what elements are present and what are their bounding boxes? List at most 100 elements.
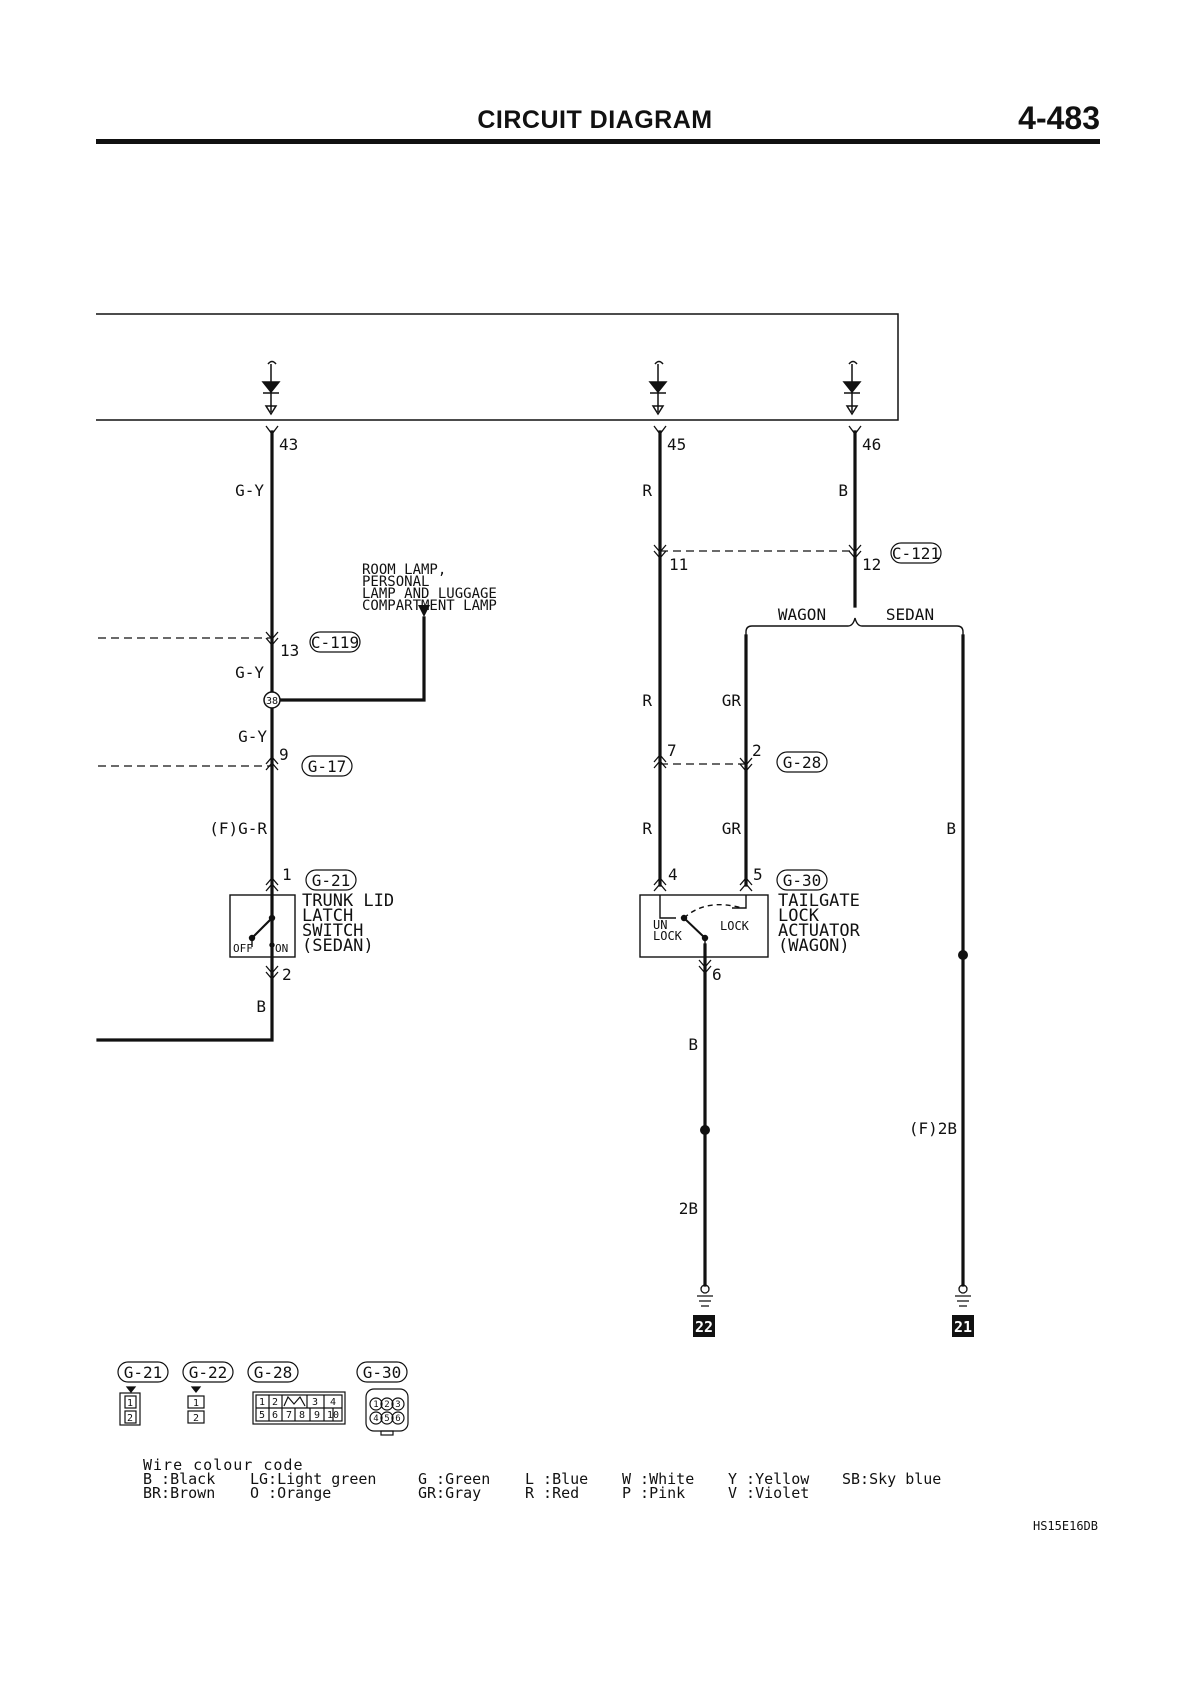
trunk-switch-label: TRUNK LID LATCH SWITCH (SEDAN)	[302, 891, 394, 956]
svg-text:21: 21	[954, 1318, 972, 1336]
wire-label: B	[838, 481, 848, 500]
room-lamp-arrow	[418, 605, 430, 617]
pin-2-g21: 2	[282, 965, 292, 984]
pin-5: 5	[753, 865, 763, 884]
svg-text:4: 4	[373, 1414, 378, 1424]
wire-label: B	[688, 1035, 698, 1054]
actuator-lock-label: LOCK	[720, 919, 750, 933]
document-code: HS15E16DB	[1033, 1519, 1098, 1533]
wagon-label: WAGON	[778, 605, 826, 624]
svg-text:G-28: G-28	[254, 1363, 293, 1382]
wire-label: B	[946, 819, 956, 838]
svg-text:LAMP AND LUGGAGE: LAMP AND LUGGAGE	[362, 586, 497, 602]
wire-label: G-Y	[235, 481, 264, 500]
svg-text:G-22: G-22	[189, 1363, 228, 1382]
svg-text:Y :Yellow: Y :Yellow	[728, 1470, 810, 1488]
connector-face-g21	[119, 1386, 141, 1426]
connector-face-g22	[187, 1386, 205, 1424]
junction-dot	[700, 950, 968, 1135]
connector-arrows	[265, 425, 862, 980]
pin-2-g28: 2	[752, 741, 762, 760]
wire-label: (F)G-R	[209, 819, 267, 838]
svg-text:G-30: G-30	[363, 1363, 402, 1382]
svg-text:SB:Sky blue: SB:Sky blue	[842, 1470, 941, 1488]
sedan-label: SEDAN	[886, 605, 934, 624]
joint-connector-38: 38	[263, 691, 281, 709]
diode-symbol	[261, 360, 862, 416]
svg-text:G-28: G-28	[783, 753, 822, 772]
svg-text:B :Black: B :Black	[143, 1470, 215, 1488]
svg-text:O :Orange: O :Orange	[250, 1484, 331, 1502]
pin-11: 11	[669, 555, 688, 574]
wire-g-y	[96, 430, 274, 1042]
switch-on-label: ON	[275, 942, 288, 955]
svg-text:G-21: G-21	[312, 871, 351, 890]
svg-text:GR:Gray: GR:Gray	[418, 1484, 481, 1502]
pin-4: 4	[668, 865, 678, 884]
svg-text:PERSONAL: PERSONAL	[362, 574, 429, 590]
wire-label: GR	[722, 691, 742, 710]
wire-colour-code: Wire colour code B :Black LG:Light green…	[143, 1456, 941, 1502]
page-number: 4-483	[1018, 100, 1100, 136]
pin-1: 1	[282, 865, 292, 884]
svg-text:L :Blue: L :Blue	[525, 1470, 588, 1488]
svg-text:2: 2	[384, 1400, 389, 1410]
svg-text:7: 7	[286, 1410, 292, 1421]
pin-9: 9	[279, 745, 289, 764]
svg-text:1: 1	[259, 1397, 265, 1408]
wire-room-lamp	[270, 616, 426, 702]
svg-text:SWITCH: SWITCH	[302, 921, 363, 941]
svg-text:COMPARTMENT LAMP: COMPARTMENT LAMP	[362, 598, 497, 614]
svg-text:W :White: W :White	[622, 1470, 694, 1488]
connector-g28: G-28	[776, 751, 828, 773]
svg-text:6: 6	[395, 1414, 400, 1424]
svg-text:2: 2	[127, 1413, 133, 1424]
svg-text:6: 6	[272, 1410, 278, 1421]
pin-6: 6	[712, 965, 722, 984]
wire-label: G-Y	[235, 663, 264, 682]
svg-text:1: 1	[193, 1398, 199, 1409]
connector-g17: G-17	[301, 755, 353, 777]
svg-text:2: 2	[193, 1413, 199, 1424]
wire-label: GR	[722, 819, 742, 838]
wire-label: R	[642, 819, 652, 838]
svg-text:3: 3	[395, 1400, 400, 1410]
svg-text:G-30: G-30	[783, 871, 822, 890]
connector-g21: G-21	[305, 869, 357, 891]
pin-7: 7	[667, 741, 677, 760]
svg-text:Wire colour code: Wire colour code	[143, 1456, 304, 1474]
connector-c119: C-119	[309, 631, 361, 653]
svg-text:5: 5	[384, 1414, 389, 1424]
connector-legend: G-21 G-22 G-28 G-30	[117, 1361, 408, 1383]
svg-text:1: 1	[127, 1398, 133, 1409]
switch-off-label: OFF	[233, 942, 253, 955]
header-rule	[96, 139, 1100, 144]
ground-symbol	[697, 1284, 971, 1307]
wire-label: B	[256, 997, 266, 1016]
svg-text:G :Green: G :Green	[418, 1470, 490, 1488]
wagon-sedan-split	[745, 617, 964, 640]
svg-text:LOCK: LOCK	[778, 906, 820, 926]
actuator-label: TAILGATE LOCK ACTUATOR (WAGON)	[778, 891, 861, 956]
svg-text:G-21: G-21	[124, 1363, 163, 1382]
svg-text:3: 3	[312, 1397, 318, 1408]
svg-text:9: 9	[314, 1410, 320, 1421]
svg-text:ACTUATOR: ACTUATOR	[778, 921, 861, 941]
svg-text:(SEDAN): (SEDAN)	[302, 936, 374, 956]
svg-text:38: 38	[266, 696, 278, 707]
connector-break-lines	[98, 550, 855, 767]
svg-text:TRUNK LID: TRUNK LID	[302, 891, 394, 911]
svg-text:ROOM LAMP,: ROOM LAMP,	[362, 562, 446, 578]
svg-text:LOCK: LOCK	[653, 929, 683, 943]
svg-text:UN: UN	[653, 918, 667, 932]
room-lamp-label: ROOM LAMP, PERSONAL LAMP AND LUGGAGE COM…	[362, 562, 497, 614]
connector-c121: C-121	[890, 542, 942, 564]
wire-label: 2B	[679, 1199, 698, 1218]
svg-text:22: 22	[695, 1318, 713, 1336]
wire-label: R	[642, 691, 652, 710]
svg-text:C-119: C-119	[311, 633, 359, 652]
svg-text:P :Pink: P :Pink	[622, 1484, 685, 1502]
trunk-lid-latch-switch	[229, 894, 296, 958]
actuator-unlock-label: UN LOCK	[653, 918, 683, 943]
svg-text:LATCH: LATCH	[302, 906, 353, 926]
